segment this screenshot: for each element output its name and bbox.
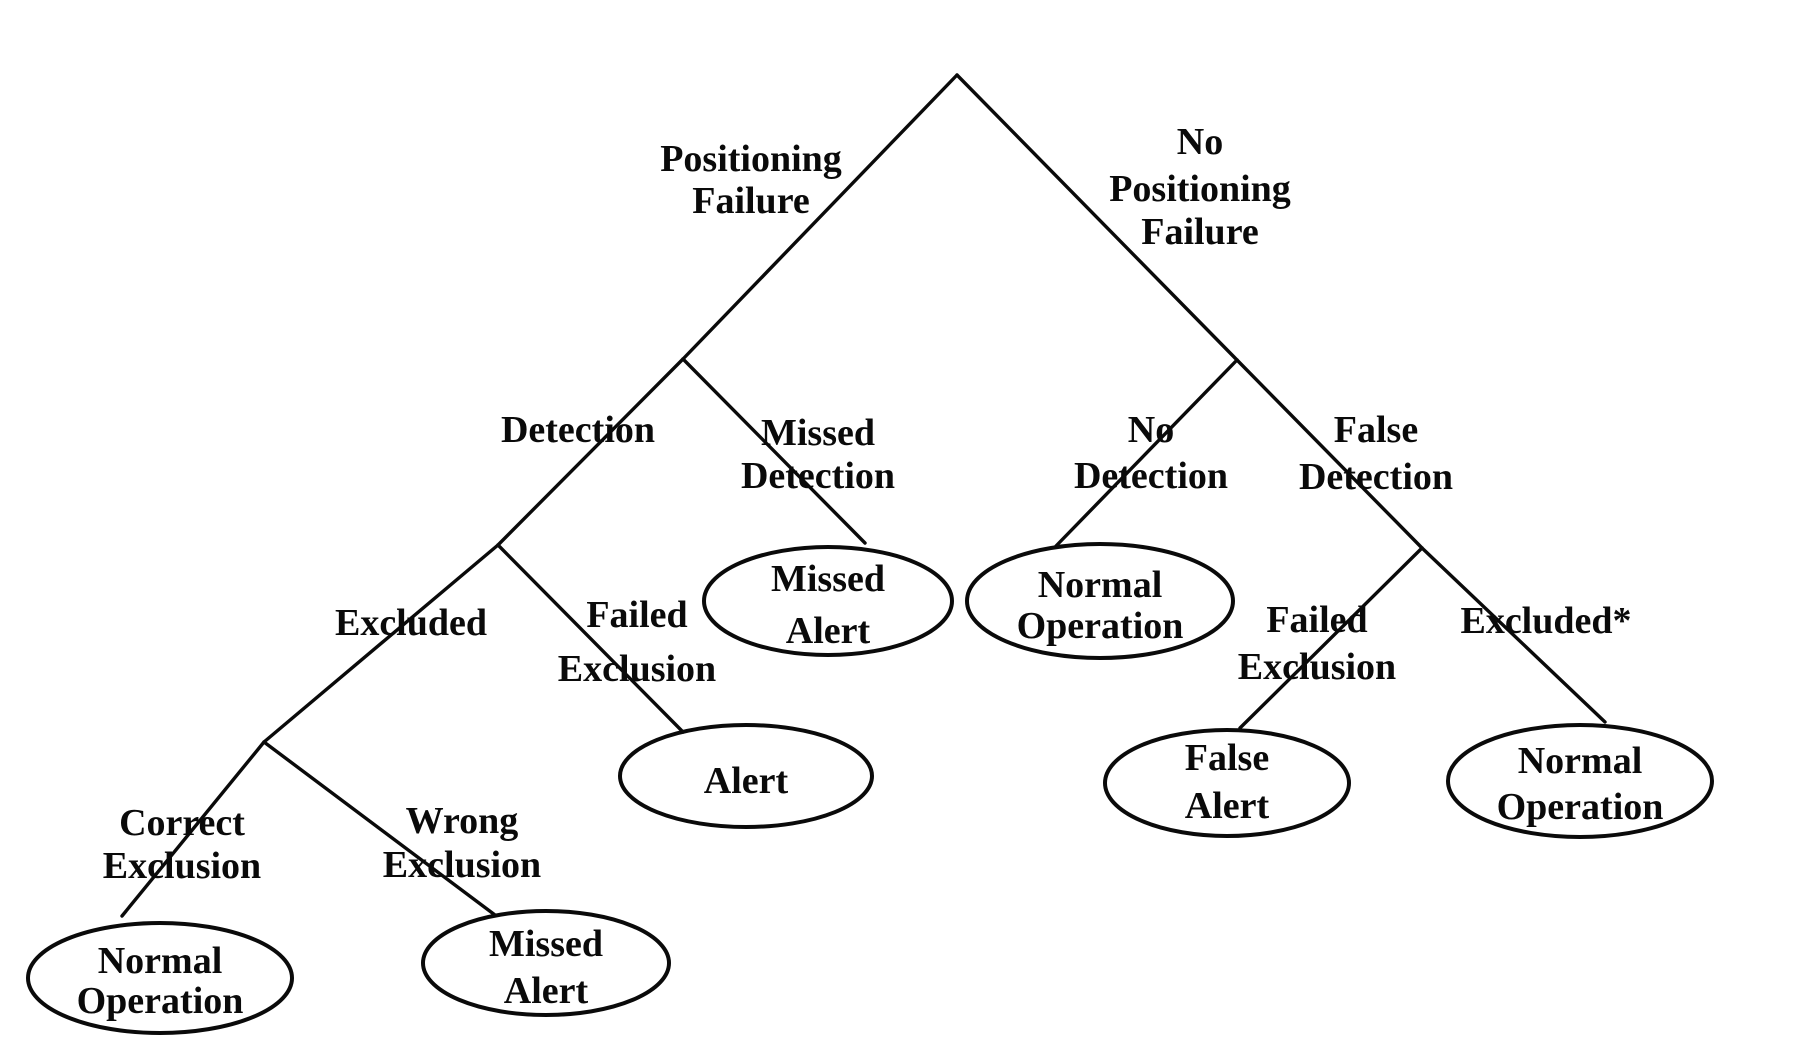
leaf-false-alert-line-1: False: [1185, 737, 1269, 779]
label-failed-exclusion-right-line-2: Exclusion: [1238, 646, 1396, 688]
label-correct-exclusion-line-2: Exclusion: [103, 845, 261, 887]
leaf-normal-operation-middle-line-2: Operation: [1017, 605, 1184, 647]
label-detection-line-1: Detection: [501, 409, 655, 451]
edge-detection: [496, 357, 685, 547]
edge-missed-detection: [681, 357, 867, 545]
label-wrong-exclusion-line-1: Wrong: [406, 800, 519, 842]
leaf-false-alert-ellipse: [1103, 728, 1351, 838]
leaf-false-alert-line-2: Alert: [1185, 785, 1270, 827]
label-positioning-failure-line-2: Failure: [692, 180, 810, 222]
leaf-normal-operation-left-line-1: Normal: [98, 940, 223, 982]
label-missed-detection-line-2: Detection: [741, 455, 895, 497]
label-failed-exclusion-right-line-1: Failed: [1266, 599, 1367, 641]
leaf-normal-operation-left-line-2: Operation: [77, 980, 244, 1022]
leaf-normal-operation-right-line-2: Operation: [1497, 786, 1664, 828]
label-no-positioning-failure-line-3: Failure: [1141, 211, 1259, 253]
leaf-normal-operation-left-ellipse: [26, 921, 294, 1035]
label-no-detection-line-1: No: [1128, 409, 1174, 451]
leaf-alert-ellipse: [618, 723, 874, 829]
label-no-positioning-failure-line-2: Positioning: [1109, 168, 1291, 210]
edge-excluded-star: [1420, 546, 1607, 724]
label-excluded-star-line-1: Excluded*: [1460, 600, 1631, 642]
label-positioning-failure-line-1: Positioning: [660, 138, 842, 180]
leaf-normal-operation-middle-ellipse: [965, 542, 1235, 660]
leaf-missed-alert-lower-line-1: Missed: [489, 923, 603, 965]
leaf-missed-alert-lower-ellipse: [421, 909, 671, 1017]
label-excluded-line-1: Excluded: [335, 602, 487, 644]
leaf-missed-alert-upper-line-1: Missed: [771, 558, 885, 600]
edge-failed-exclusion-right: [1238, 546, 1424, 730]
leaf-normal-operation-middle-line-1: Normal: [1038, 564, 1163, 606]
label-false-detection-line-2: Detection: [1299, 456, 1453, 498]
leaf-alert-line-1: Alert: [704, 760, 789, 802]
edge-correct-exclusion: [120, 740, 266, 918]
edge-no-positioning-failure: [955, 73, 1239, 362]
edge-wrong-exclusion: [262, 740, 497, 917]
leaf-missed-alert-upper-line-2: Alert: [786, 610, 871, 652]
label-wrong-exclusion-line-2: Exclusion: [383, 844, 541, 886]
edge-positioning-failure: [681, 73, 959, 361]
leaf-normal-operation-right-ellipse: [1446, 723, 1714, 839]
edge-excluded: [262, 543, 500, 744]
label-failed-exclusion-left-line-2: Exclusion: [558, 648, 716, 690]
label-no-positioning-failure-line-1: No: [1177, 121, 1223, 163]
label-false-detection-line-1: False: [1334, 409, 1418, 451]
edge-false-detection: [1235, 358, 1424, 550]
label-correct-exclusion-line-1: Correct: [119, 802, 245, 844]
edge-failed-exclusion-left: [496, 543, 685, 734]
leaf-normal-operation-right-line-1: Normal: [1518, 740, 1643, 782]
leaf-missed-alert-upper-ellipse: [702, 545, 954, 657]
label-failed-exclusion-left-line-1: Failed: [586, 594, 687, 636]
label-missed-detection-line-1: Missed: [761, 412, 875, 454]
label-no-detection-line-2: Detection: [1074, 455, 1228, 497]
leaf-missed-alert-lower-line-2: Alert: [504, 970, 589, 1012]
edge-no-detection: [1054, 358, 1239, 548]
